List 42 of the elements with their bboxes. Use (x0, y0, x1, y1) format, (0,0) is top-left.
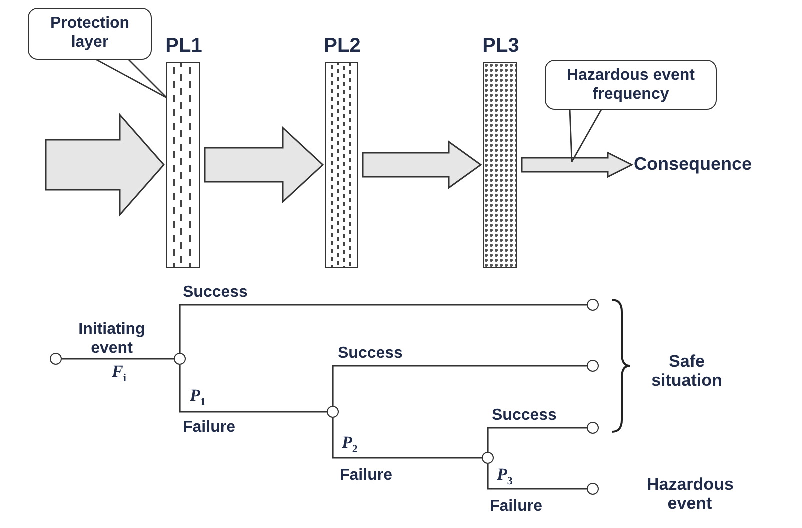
callout-text: Protection layer (49, 14, 131, 52)
callout-box (545, 60, 717, 110)
branch-line (332, 418, 482, 459)
edge-label: Success (492, 406, 557, 425)
branch-line (179, 365, 327, 413)
callout-leader-line (569, 108, 603, 163)
edge-label: Failure (183, 418, 236, 437)
layer-label: PL2 (323, 37, 362, 56)
probability-symbol: P$_{2}$ (342, 433, 358, 458)
outcome-node-circle (587, 360, 599, 372)
branch-line (332, 365, 587, 406)
block-arrow (204, 126, 324, 204)
edge-label: Initiating event (78, 320, 146, 358)
block-arrow (521, 152, 634, 178)
outcome-text: Consequence (634, 155, 780, 175)
branch-line (179, 304, 587, 353)
block-arrow (362, 140, 482, 190)
branch-node-circle (174, 353, 186, 365)
callout-leader-line (94, 58, 168, 99)
callout-box (28, 8, 152, 60)
edge-label: Success (338, 344, 403, 363)
initiating-event-circle (50, 353, 62, 365)
callout-text: Hazardous event frequency (566, 66, 696, 104)
probability-symbol: P$_{3}$ (497, 465, 513, 490)
block-arrow (45, 113, 165, 217)
outcome-label: Safe situation (650, 352, 724, 390)
outcome-label: Hazardous event (647, 475, 733, 513)
edge-label: Failure (490, 497, 542, 516)
layer-label: PL3 (482, 37, 520, 56)
probability-symbol: F$_{i}$ (112, 362, 126, 386)
outcome-node-circle (587, 422, 599, 434)
branch-line (62, 358, 174, 360)
branch-line (487, 464, 587, 490)
branch-line (487, 427, 587, 452)
outcome-node-circle (587, 299, 599, 311)
branch-node-circle (482, 452, 494, 464)
branch-node-circle (327, 406, 339, 418)
edge-label: Failure (340, 466, 392, 485)
outcome-node-circle (587, 483, 599, 495)
probability-symbol: P$_{1}$ (190, 386, 206, 410)
edge-label: Success (183, 283, 248, 302)
layer-label: PL1 (164, 37, 204, 56)
